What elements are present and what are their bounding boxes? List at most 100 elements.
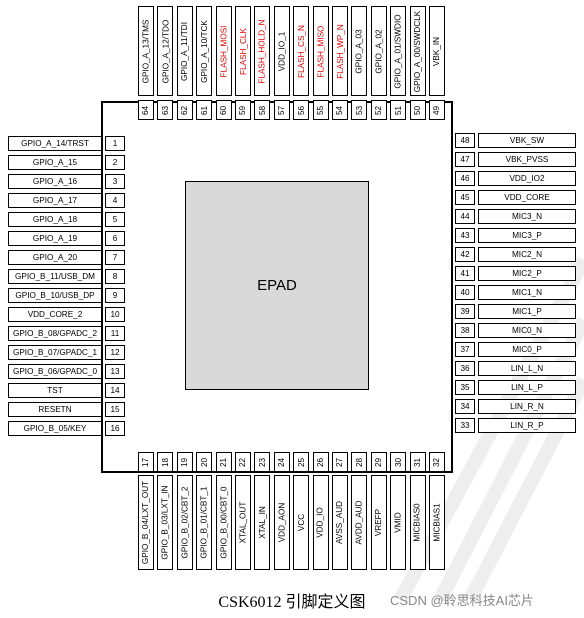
pin-name-left: GPIO_A_20 bbox=[8, 250, 102, 265]
pin-name-bottom-text: AVSS_AUD bbox=[335, 500, 345, 545]
pin-name-left: GPIO_B_05/KEY bbox=[8, 421, 102, 436]
pin-name-right: MIC0_N bbox=[478, 323, 576, 338]
pin-name-top: FLASH_MISO bbox=[312, 6, 329, 96]
pin-number-top-text: 56 bbox=[296, 105, 306, 115]
epad: EPAD bbox=[185, 181, 369, 390]
pin-name-left-text: GPIO_A_15 bbox=[32, 158, 78, 167]
pin-number-right-text: 33 bbox=[460, 421, 470, 430]
pin-number-top: 54 bbox=[332, 100, 348, 120]
pin-number-right: 42 bbox=[455, 247, 475, 262]
pin-name-right: VDD_CORE bbox=[478, 190, 576, 205]
pin-name-top: VDD_IO_1 bbox=[273, 6, 290, 96]
pin-number-bottom-text: 25 bbox=[296, 457, 306, 467]
pin-name-top-text: FLASH_CS_N bbox=[296, 24, 306, 78]
pin-name-right-text: MIC3_N bbox=[511, 212, 543, 221]
pin-number-left-text: 6 bbox=[112, 234, 118, 243]
pin-number-right-text: 38 bbox=[460, 326, 470, 335]
pin-name-bottom-text: MICBIAS0 bbox=[413, 503, 423, 542]
pin-number-right-text: 36 bbox=[460, 364, 470, 373]
pin-number-top: 58 bbox=[254, 100, 271, 120]
pin-name-top-text: GPIO_A_12/TDO bbox=[160, 19, 170, 83]
pin-name-top: FLASH_CLK bbox=[235, 6, 251, 96]
pin-number-right: 37 bbox=[455, 342, 475, 357]
pin-name-right: MIC2_P bbox=[478, 266, 576, 281]
pin-number-top-text: 50 bbox=[413, 105, 423, 115]
pin-number-left-text: 10 bbox=[110, 310, 120, 319]
pin-name-right: LIN_R_P bbox=[478, 418, 576, 433]
pin-number-right: 38 bbox=[455, 323, 475, 338]
pin-number-left: 14 bbox=[105, 383, 125, 398]
pin-name-top: GPIO_A_02 bbox=[370, 6, 387, 96]
pin-number-top-text: 49 bbox=[432, 105, 442, 115]
pin-name-left: GPIO_A_16 bbox=[8, 174, 102, 189]
pin-number-bottom: 27 bbox=[332, 452, 348, 472]
pin-name-top-text: GPIO_A_10/TCK bbox=[199, 19, 209, 83]
pin-number-top: 50 bbox=[409, 100, 426, 120]
pin-number-right: 36 bbox=[455, 361, 475, 376]
epad-label: EPAD bbox=[257, 277, 297, 294]
pin-name-bottom-text: AVDD_AUD bbox=[354, 500, 364, 545]
pin-name-bottom-text: VREFP bbox=[374, 508, 384, 537]
pin-number-left: 16 bbox=[105, 421, 125, 436]
pin-number-left-text: 9 bbox=[112, 291, 118, 300]
pin-number-bottom: 32 bbox=[429, 452, 445, 472]
pin-number-top: 62 bbox=[176, 100, 193, 120]
pin-name-right-text: LIN_L_N bbox=[510, 364, 544, 373]
pin-name-right-text: MIC2_P bbox=[512, 269, 542, 278]
pin-number-left-text: 16 bbox=[110, 424, 120, 433]
pin-number-top-text: 54 bbox=[335, 105, 345, 115]
pin-number-right: 44 bbox=[455, 209, 475, 224]
pin-name-left: GPIO_B_07/GPADC_1 bbox=[8, 345, 102, 360]
pin-number-bottom: 17 bbox=[138, 452, 154, 472]
pin-number-bottom-text: 21 bbox=[219, 457, 229, 467]
pin-number-bottom: 19 bbox=[176, 452, 193, 472]
pin-number-left: 10 bbox=[105, 307, 125, 322]
pin-name-bottom: VCC bbox=[293, 475, 310, 570]
pin-name-top-text: FLASH_CLK bbox=[238, 27, 248, 75]
pin-number-right: 47 bbox=[455, 152, 475, 167]
pin-number-top: 61 bbox=[196, 100, 213, 120]
pin-number-top-text: 61 bbox=[199, 105, 209, 115]
pin-number-right-text: 41 bbox=[460, 269, 470, 278]
pin-name-bottom-text: XTAL_OUT bbox=[238, 501, 248, 544]
pin-name-right: LIN_R_N bbox=[478, 399, 576, 414]
pin-number-right: 45 bbox=[455, 190, 475, 205]
diagram-caption: CSK6012 引脚定义图 bbox=[218, 594, 366, 611]
pin-name-bottom: GPIO_B_03/LXT_IN bbox=[157, 475, 174, 570]
pin-number-top-text: 62 bbox=[180, 105, 190, 115]
pin-number-left-text: 8 bbox=[112, 272, 118, 281]
pin-name-right-text: VDD_IO2 bbox=[509, 174, 545, 183]
pin-number-bottom: 31 bbox=[409, 452, 426, 472]
pin-name-left-text: GPIO_A_16 bbox=[32, 177, 78, 186]
pin-number-right: 33 bbox=[455, 418, 475, 433]
pin-name-right-text: LIN_R_P bbox=[510, 421, 544, 430]
pin-name-left-text: GPIO_B_11/USB_DM bbox=[15, 272, 95, 281]
pin-name-top-text: VBK_IN bbox=[432, 36, 442, 66]
pin-name-left-text: GPIO_B_08/GPADC_2 bbox=[12, 329, 98, 338]
pin-name-bottom-text: XTAL_IN bbox=[257, 506, 267, 539]
pin-name-top: GPIO_A_10/TCK bbox=[196, 6, 213, 96]
pin-name-right: MIC0_P bbox=[478, 342, 576, 357]
pin-name-top-text: FLASH_HOLD_N bbox=[257, 18, 267, 84]
pin-name-right-text: MIC1_P bbox=[512, 307, 542, 316]
pin-name-left: GPIO_A_18 bbox=[8, 212, 102, 227]
pin-name-left: RESETN bbox=[8, 402, 102, 417]
pin-number-top: 51 bbox=[390, 100, 407, 120]
pin-number-top-text: 59 bbox=[238, 105, 248, 115]
pin-number-right-text: 35 bbox=[460, 383, 470, 392]
pin-number-left: 4 bbox=[105, 193, 125, 208]
pin-name-left: GPIO_B_10/USB_DP bbox=[8, 288, 102, 303]
pin-number-left: 9 bbox=[105, 288, 125, 303]
pin-name-right-text: VDD_CORE bbox=[504, 193, 550, 202]
pin-name-top: FLASH_MOSI bbox=[215, 6, 232, 96]
pin-number-left: 8 bbox=[105, 269, 125, 284]
pin-name-bottom-text: VDD_IO bbox=[316, 507, 326, 538]
pin-number-right-text: 46 bbox=[460, 174, 470, 183]
pin-number-bottom: 28 bbox=[351, 452, 368, 472]
pin-name-left: GPIO_B_06/GPADC_0 bbox=[8, 364, 102, 379]
pin-name-bottom-text: VCC bbox=[296, 513, 306, 532]
pin-name-bottom-text: GPIO_B_01/CBT_1 bbox=[199, 486, 209, 559]
pin-number-bottom: 21 bbox=[215, 452, 232, 472]
pin-number-bottom: 29 bbox=[370, 452, 387, 472]
pin-name-top-text: GPIO_A_11/TDI bbox=[180, 21, 190, 81]
